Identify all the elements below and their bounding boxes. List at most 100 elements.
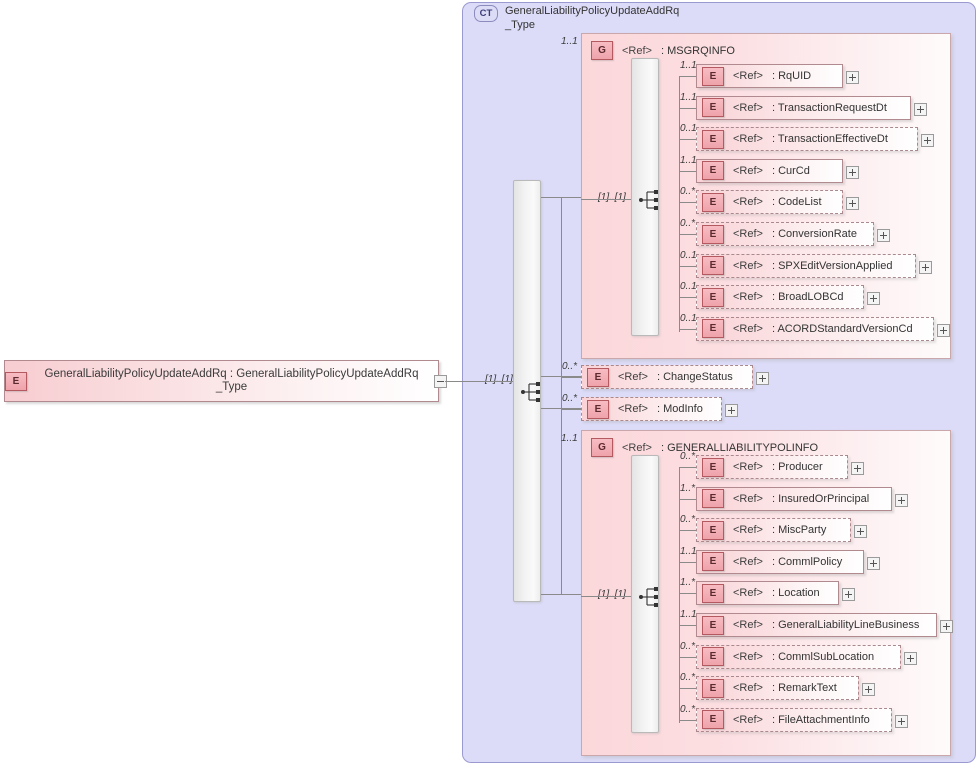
element-cardinality: 1..1: [680, 545, 697, 557]
element-node[interactable]: E<Ref>: RemarkText: [696, 676, 859, 701]
element-expand-plus-icon[interactable]: [921, 134, 934, 148]
element-cardinality: 0..*: [680, 451, 696, 462]
element-node[interactable]: E<Ref>: CommlPolicy: [696, 549, 864, 574]
element-node[interactable]: E<Ref>: TransactionRequestDt: [696, 95, 911, 120]
element-name: : MiscParty: [771, 524, 827, 537]
element-expand-plus-icon[interactable]: [851, 462, 864, 475]
element-name: : CurCd: [771, 164, 810, 177]
element-expand-plus-icon[interactable]: [756, 372, 769, 385]
connector-stub: [679, 688, 696, 690]
element-expand-plus-icon[interactable]: [940, 620, 953, 633]
element-node[interactable]: E<Ref>: RqUID: [696, 64, 843, 88]
element-type-icon: E: [702, 161, 724, 181]
group-icon: G: [591, 41, 613, 60]
element-type-icon: E: [702, 457, 724, 477]
root-sequence-compositor-icon: [520, 380, 544, 404]
element-node[interactable]: E<Ref>: CommlSubLocation: [696, 644, 901, 669]
connector-group2-to-sequence: [581, 596, 631, 597]
element-expand-plus-icon[interactable]: [895, 493, 908, 507]
element-node[interactable]: E<Ref>: ModInfo: [581, 397, 722, 421]
element-expand-plus-icon[interactable]: [846, 71, 859, 84]
element-name: : InsuredOrPrincipal: [771, 492, 870, 505]
element-type-icon: E: [702, 647, 724, 667]
element-expand-plus-icon[interactable]: [914, 102, 927, 116]
element-name: : ACORDStandardVersionCd: [771, 322, 913, 335]
element-expand-plus-icon[interactable]: [867, 292, 880, 306]
element-type-icon: E: [702, 710, 724, 730]
element-node[interactable]: E<Ref>: MiscParty: [696, 518, 851, 543]
connector-stub: [679, 139, 696, 141]
element-expand-plus-icon[interactable]: [895, 714, 908, 728]
connector-stub: [679, 561, 696, 563]
element-cardinality: 1..1: [680, 91, 697, 103]
element-ref-label: <Ref>: [733, 587, 763, 600]
element-name: : CommlPolicy: [771, 555, 843, 568]
msgrqinfo-sequence-compositor-icon: [638, 188, 662, 212]
element-cardinality: 0..*: [680, 672, 696, 684]
element-ref-label: <Ref>: [733, 164, 763, 177]
element-type-icon: E: [702, 489, 724, 509]
element-node[interactable]: E<Ref>: InsuredOrPrincipal: [696, 486, 892, 511]
element-ref-label: <Ref>: [733, 196, 763, 209]
element-ref-label: <Ref>: [733, 291, 763, 304]
element-node[interactable]: E<Ref>: BroadLOBCd: [696, 285, 864, 310]
connector-stub: [679, 656, 696, 658]
element-type-icon: E: [702, 129, 724, 149]
connector-stub: [679, 76, 696, 77]
element-ref-label: <Ref>: [733, 70, 763, 82]
connector-root-to-ct: [445, 381, 462, 382]
element-node[interactable]: E<Ref>: GeneralLiabilityLineBusiness: [696, 613, 937, 637]
element-type-icon: E: [702, 583, 724, 603]
element-type-icon: E: [702, 552, 724, 572]
element-ref-label: <Ref>: [733, 619, 763, 631]
element-ref-label: <Ref>: [733, 461, 763, 473]
element-node[interactable]: E<Ref>: ACORDStandardVersionCd: [696, 316, 934, 341]
element-node[interactable]: E <Ref> : CurCd: [696, 158, 843, 183]
element-expand-plus-icon[interactable]: [846, 197, 859, 211]
element-name: : CodeList: [771, 196, 822, 209]
element-expand-plus-icon[interactable]: [842, 588, 855, 602]
element-ref-label: <Ref>: [733, 322, 763, 335]
element-expand-plus-icon[interactable]: [867, 556, 880, 570]
element-cardinality: 0..*: [562, 361, 578, 372]
group-msgrqinfo-title: G <Ref> : MSGRQINFO: [591, 41, 735, 60]
element-node[interactable]: E<Ref>: ConversionRate: [696, 222, 874, 246]
element-expand-plus-icon[interactable]: [854, 525, 867, 539]
element-node[interactable]: E<Ref>: SPXEditVersionApplied: [696, 253, 916, 278]
element-node[interactable]: E <Ref> : Location: [696, 581, 839, 606]
group-ref-label: <Ref>: [622, 441, 652, 454]
element-ref-label: <Ref>: [733, 713, 763, 726]
complextype-name-line1: GeneralLiabilityPolicyUpdateAddRq: [505, 5, 680, 17]
element-node[interactable]: E<Ref>: ChangeStatus: [581, 365, 753, 389]
connector-stub: [679, 202, 696, 204]
element-expand-plus-icon[interactable]: [904, 651, 917, 665]
group-msgrqinfo-name: : MSGRQINFO: [660, 44, 735, 57]
element-expand-plus-icon[interactable]: [937, 323, 950, 337]
element-expand-plus-icon[interactable]: [846, 165, 859, 179]
element-ref-label: <Ref>: [618, 403, 648, 415]
msgrqinfo-sequence-cardinality: [1]..[1]: [598, 192, 626, 203]
element-node[interactable]: E<Ref>: FileAttachmentInfo: [696, 707, 892, 732]
element-expand-plus-icon[interactable]: [919, 260, 932, 274]
element-cardinality: 0..*: [680, 514, 696, 526]
element-node[interactable]: E<Ref>: TransactionEffectiveDt: [696, 127, 918, 152]
root-element-node[interactable]: E GeneralLiabilityPolicyUpdateAddRq : Ge…: [4, 360, 439, 402]
element-type-icon: E: [587, 399, 609, 419]
element-node[interactable]: E<Ref>: Producer: [696, 455, 848, 479]
group-ref-label: <Ref>: [622, 44, 652, 57]
element-expand-plus-icon[interactable]: [862, 683, 875, 697]
element-name: : Location: [771, 587, 820, 600]
element-node[interactable]: E<Ref>: CodeList: [696, 190, 843, 215]
connector-stub: [679, 328, 696, 330]
group-generalliabilitypolinfo-cardinality: 1..1: [561, 433, 578, 444]
element-cardinality: 1..1: [680, 154, 697, 166]
connector-stub: [561, 409, 581, 410]
element-ref-label: <Ref>: [733, 259, 763, 272]
element-cardinality: 0..*: [680, 640, 696, 652]
connector-stub: [679, 467, 696, 468]
element-type-icon: E: [702, 615, 724, 635]
element-expand-plus-icon[interactable]: [877, 229, 890, 242]
element-expand-plus-icon[interactable]: [725, 404, 738, 417]
element-name: : SPXEditVersionApplied: [771, 259, 893, 272]
element-type-icon: E: [702, 98, 724, 118]
